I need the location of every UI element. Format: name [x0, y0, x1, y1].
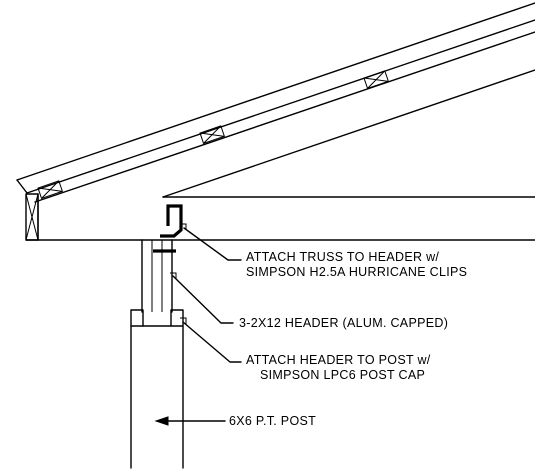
callout-header-line1: 3-2X12 HEADER (ALUM. CAPPED) — [239, 316, 449, 330]
post-cap — [130, 309, 184, 327]
callout-truss-clip-line1: ATTACH TRUSS TO HEADER w/ — [246, 250, 440, 264]
leader-post — [154, 416, 226, 426]
truss-top-chord — [162, 69, 535, 198]
callout-post-cap-line1: ATTACH HEADER TO POST w/ — [246, 353, 431, 367]
hurricane-clip — [153, 204, 183, 253]
leader-post-cap — [180, 317, 242, 363]
ceiling-beam — [25, 193, 535, 241]
callout-post-cap-line2: SIMPSON LPC6 POST CAP — [260, 368, 426, 382]
blocking-x-mark — [363, 70, 390, 90]
callout-header: 3-2X12 HEADER (ALUM. CAPPED) — [239, 316, 448, 331]
header-beam — [141, 239, 173, 313]
callout-truss-clip-line2: SIMPSON H2.5A HURRICANE CLIPS — [246, 265, 468, 279]
sloped-rafter — [16, 2, 535, 203]
post — [130, 325, 184, 469]
callout-post-line1: 6X6 P.T. POST — [229, 414, 317, 428]
blocking-x-mark — [37, 180, 64, 200]
fascia-board — [25, 193, 39, 241]
blocking-x-mark — [199, 125, 226, 145]
callout-post-cap: ATTACH HEADER TO POST w/ SIMPSON LPC6 PO… — [246, 353, 431, 383]
callout-post: 6X6 P.T. POST — [229, 414, 316, 429]
callout-truss-clip: ATTACH TRUSS TO HEADER w/ SIMPSON H2.5A … — [246, 250, 467, 280]
leader-header — [170, 272, 234, 324]
leader-truss-clip — [180, 223, 242, 261]
